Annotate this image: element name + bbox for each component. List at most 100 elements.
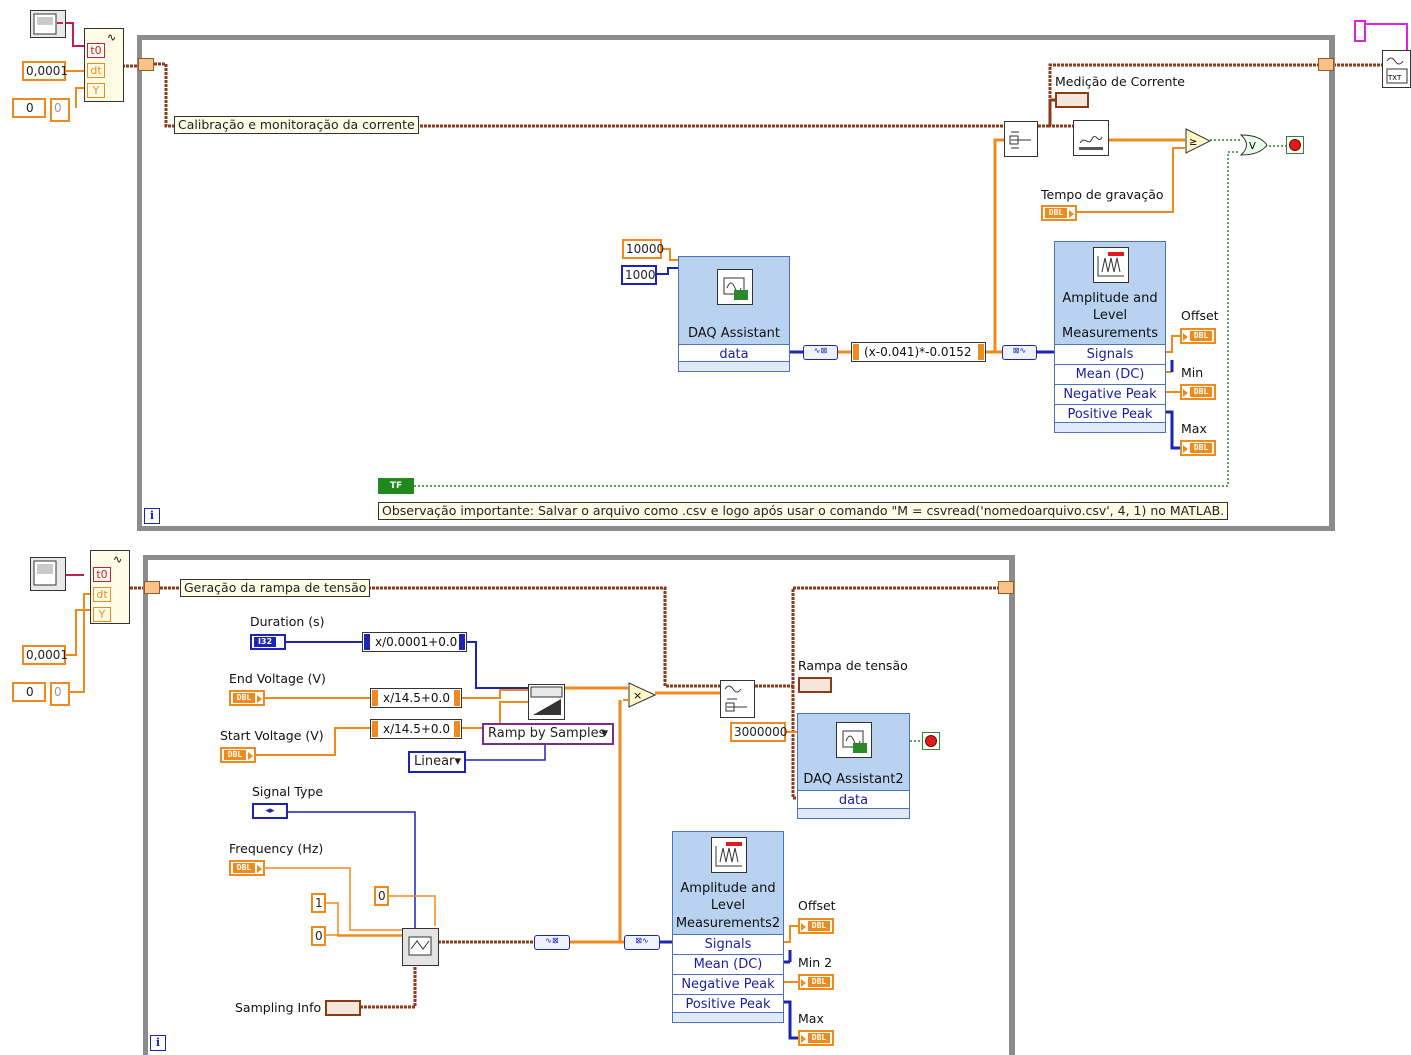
to-dds-converter-icon-2[interactable]: ⊠∿ <box>624 935 660 950</box>
duration-formula[interactable]: x/0.0001+0.0 <box>362 632 467 652</box>
array-element-constant[interactable]: 0 <box>50 98 70 122</box>
rampa-label: Rampa de tensão <box>798 658 908 673</box>
end-voltage-control[interactable]: DBL <box>229 690 265 706</box>
medicao-graph-terminal[interactable] <box>1055 92 1089 108</box>
array-index-constant-2[interactable]: 0 <box>12 682 46 702</box>
rampa-graph-terminal[interactable] <box>798 677 832 693</box>
amplitude-icon-2 <box>711 837 747 873</box>
while-loop-bottom[interactable] <box>143 555 1015 1055</box>
array-index-constant[interactable]: 0 <box>12 98 46 118</box>
svg-text:V: V <box>1249 141 1256 152</box>
min-type: DBL <box>1190 387 1212 397</box>
duration-label: Duration (s) <box>250 614 325 629</box>
from-dds-converter-icon-2[interactable]: ∿⊠ <box>534 935 570 950</box>
daq2-expand-footer[interactable] <box>798 808 909 818</box>
dt-constant-2[interactable]: 0,0001 <box>22 645 68 665</box>
phase-constant[interactable]: 0 <box>374 886 389 906</box>
to-dds-converter-icon[interactable]: ⊠∿ <box>1002 345 1037 360</box>
build-waveform-bundle[interactable]: t0 dt Y ∿ <box>84 28 124 102</box>
shift-register-right-icon-2[interactable] <box>998 581 1014 594</box>
shift-register-right-icon[interactable] <box>1318 58 1334 71</box>
end-voltage-type: DBL <box>233 693 255 703</box>
daq-assistant-2[interactable]: DAQ Assistant2 data <box>797 713 910 819</box>
or-gate-icon[interactable]: V <box>1239 134 1268 156</box>
svg-text:≥: ≥ <box>1189 137 1197 148</box>
sampling-info-label: Sampling Info <box>235 1000 322 1015</box>
tempo-type: DBL <box>1045 208 1067 218</box>
min2-type: DBL <box>808 977 830 987</box>
write-to-file-node[interactable] <box>1073 120 1109 156</box>
while-loop-top[interactable] <box>137 35 1335 531</box>
array-element-constant-2[interactable]: 0 <box>50 682 70 706</box>
sampling-info-control[interactable] <box>325 1000 361 1016</box>
amp2-row-negative-peak[interactable]: Negative Peak <box>673 974 783 995</box>
end-voltage-formula[interactable]: x/14.5+0.0 <box>370 688 462 708</box>
offset-constant[interactable]: 0 <box>311 926 326 946</box>
min2-indicator: DBL <box>798 974 834 990</box>
offset2-label: Offset <box>798 898 836 913</box>
basic-function-generator[interactable] <box>402 928 439 966</box>
max2-indicator: DBL <box>798 1030 834 1046</box>
end-voltage-label: End Voltage (V) <box>229 671 326 686</box>
stop-indicator-icon <box>922 732 940 750</box>
tempo-control[interactable]: DBL <box>1041 205 1077 221</box>
start-voltage-control[interactable]: DBL <box>220 747 256 763</box>
amplitude-constant[interactable]: 1 <box>311 893 326 913</box>
loop-iteration-icon: i <box>144 508 160 524</box>
boolean-control[interactable]: TF <box>378 478 414 494</box>
amp2-title-1: Amplitude and <box>680 881 776 896</box>
waveform-timer-icon-2[interactable] <box>30 557 66 591</box>
multiply-icon[interactable]: × <box>628 682 657 708</box>
daq2-data-row[interactable]: data <box>798 790 909 811</box>
frequency-control[interactable]: DBL <box>229 860 265 876</box>
from-dds-converter-icon[interactable]: ∿⊠ <box>803 345 838 360</box>
amp-row-positive-peak[interactable]: Positive Peak <box>1055 404 1165 425</box>
shift-register-left-icon-2[interactable] <box>144 581 160 594</box>
waveform-timer-icon[interactable] <box>30 10 66 38</box>
linear-ring[interactable]: Linear ▾ <box>408 751 466 773</box>
write-to-spreadsheet-node[interactable]: TXT <box>1382 50 1411 88</box>
max-indicator: DBL <box>1180 440 1216 456</box>
daq-data-row[interactable]: data <box>679 344 789 365</box>
min-label: Min <box>1181 365 1204 380</box>
frequency-type: DBL <box>233 863 255 873</box>
amp2-expand-footer[interactable] <box>673 1012 783 1022</box>
ramp-pattern-node[interactable] <box>528 684 565 720</box>
offset-label: Offset <box>1181 308 1219 323</box>
samples-constant[interactable]: 10000 <box>622 239 664 259</box>
max-type: DBL <box>1190 443 1212 453</box>
amp-row-mean[interactable]: Mean (DC) <box>1055 364 1165 385</box>
ramp-type-value: Ramp by Samples <box>488 726 606 741</box>
rate-constant[interactable]: 1000 <box>621 265 657 285</box>
signal-type-control[interactable]: ◂▸ <box>252 803 288 819</box>
dt-constant[interactable]: 0,0001 <box>22 61 68 81</box>
amp-row-signals[interactable]: Signals <box>1055 344 1165 365</box>
amp-expand-footer[interactable] <box>1055 422 1165 432</box>
shift-register-left-icon[interactable] <box>138 58 154 71</box>
greater-equal-icon[interactable]: ≥ <box>1185 128 1212 154</box>
bundle-t0-label: t0 <box>87 43 105 58</box>
calibration-formula[interactable]: (x-0.041)*-0.0152 <box>851 342 986 362</box>
merge-signals-node-2[interactable] <box>720 680 755 718</box>
amp-row-negative-peak[interactable]: Negative Peak <box>1055 384 1165 405</box>
stop-condition-icon[interactable] <box>1286 136 1304 154</box>
start-voltage-formula[interactable]: x/14.5+0.0 <box>370 719 462 739</box>
amplitude-icon <box>1093 247 1129 283</box>
merge-signals-node[interactable] <box>1004 121 1038 157</box>
pink-string-constant[interactable] <box>1354 20 1366 42</box>
build-waveform-bundle-2[interactable]: t0 dt Y ∿ <box>90 550 130 624</box>
daq2-title: DAQ Assistant2 <box>803 772 904 787</box>
ramp-type-ring[interactable]: Ramp by Samples ▾ <box>482 723 614 745</box>
amplitude-level-measurements-2[interactable]: Amplitude and Level Measurements2 Signal… <box>672 831 784 1023</box>
amp2-row-signals[interactable]: Signals <box>673 934 783 955</box>
timeout-constant[interactable]: 3000000 <box>730 722 787 742</box>
amp2-row-mean[interactable]: Mean (DC) <box>673 954 783 975</box>
amp2-row-positive-peak[interactable]: Positive Peak <box>673 994 783 1015</box>
daq-assistant[interactable]: DAQ Assistant data <box>678 256 790 372</box>
amplitude-level-measurements[interactable]: Amplitude and Level Measurements Signals… <box>1054 241 1166 433</box>
duration-control[interactable]: I32 <box>250 634 286 650</box>
daq-expand-footer[interactable] <box>679 361 789 371</box>
dropdown-arrow-icon-2: ▾ <box>454 754 461 769</box>
loop-iteration-icon-2: i <box>150 1035 166 1051</box>
medicao-label: Medição de Corrente <box>1055 74 1185 89</box>
